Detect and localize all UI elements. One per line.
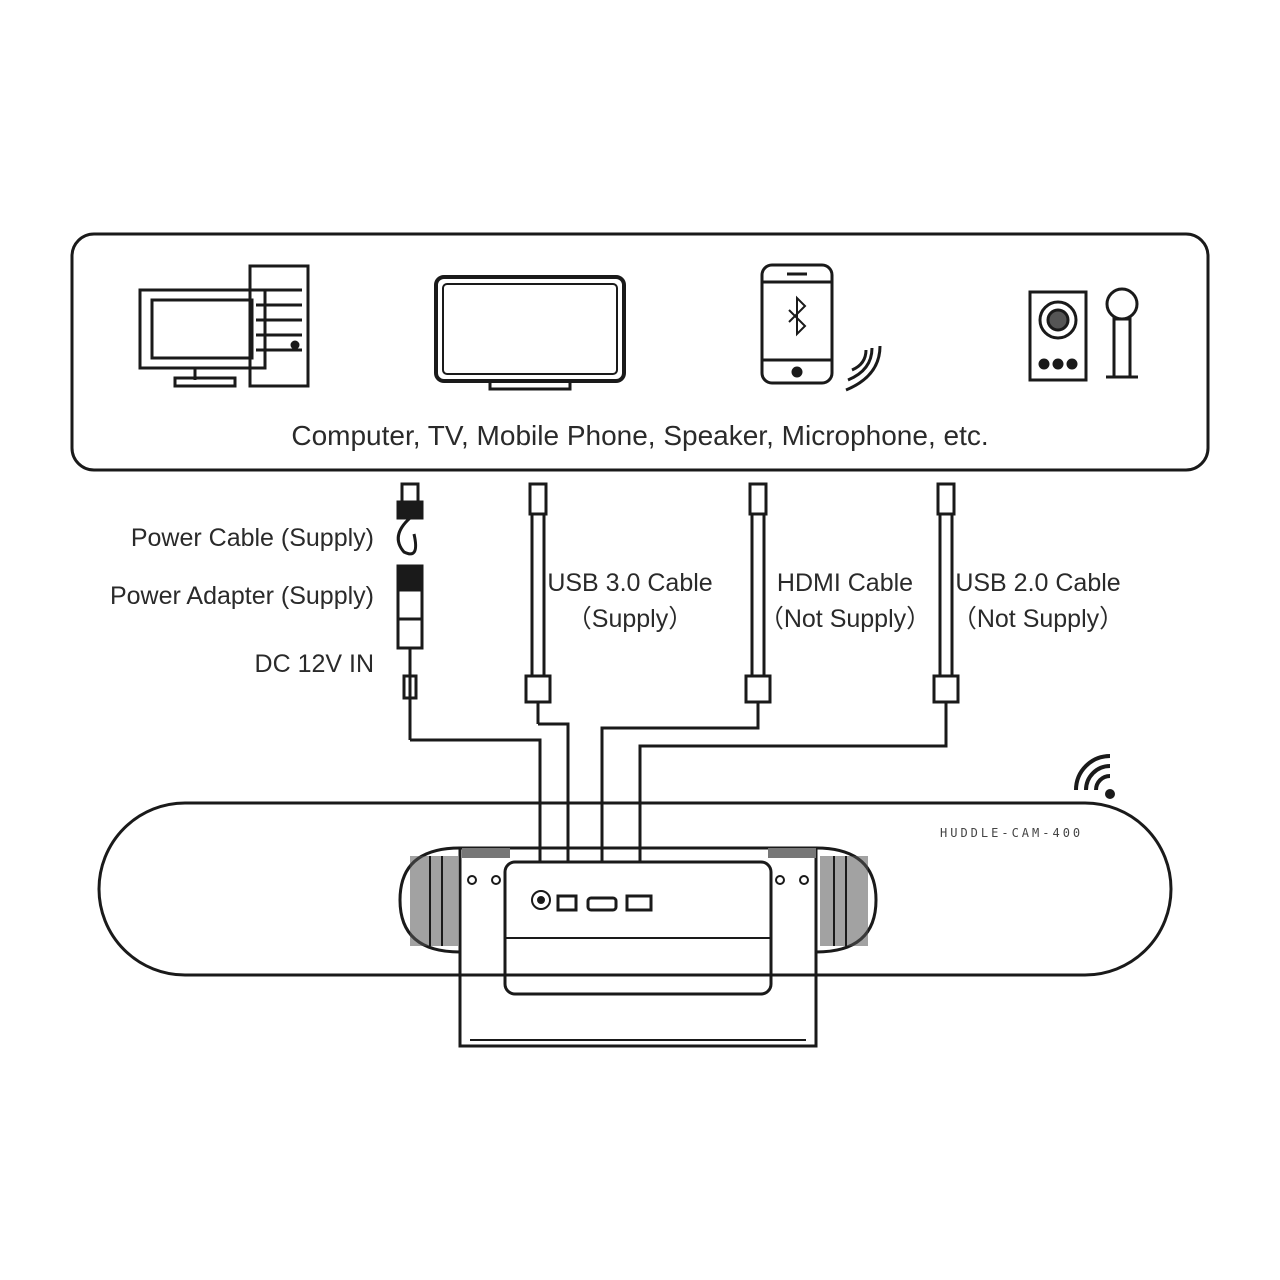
camera-ports [467,875,809,912]
cable-connectors [396,482,960,740]
cable-routes [410,714,948,862]
power-cable-label: Power Cable (Supply) [130,524,374,552]
hdmi-cable-note: （Not Supply） [758,605,932,633]
hdmi-cable-label: HDMI Cable [776,569,914,597]
speaker-icon [1028,290,1088,382]
power-adapter-label: Power Adapter (Supply) [109,582,374,610]
wireless-icon [1074,754,1115,799]
usb3-cable-note: （Supply） [566,605,694,633]
devices-caption: Computer, TV, Mobile Phone, Speaker, Mic… [291,420,989,451]
camera-body [97,801,1173,1048]
dc-port [531,890,551,910]
usb2-port [625,894,653,912]
camera-model-label: HUDDLE-CAM-400 [940,826,1084,840]
bluetooth-phone-icon [760,263,882,392]
tv-icon [434,275,626,391]
dc-in-label: DC 12V IN [254,650,374,678]
usb3-port [586,896,618,912]
computer-icon [138,264,310,388]
usb2-cable-label: USB 2.0 Cable [955,569,1121,597]
usb2-cable-note: （Not Supply） [951,605,1125,633]
ethernet-port [556,894,578,912]
microphone-icon [1105,287,1139,379]
device-box [70,232,1210,472]
usb3-cable-label: USB 3.0 Cable [547,569,713,597]
